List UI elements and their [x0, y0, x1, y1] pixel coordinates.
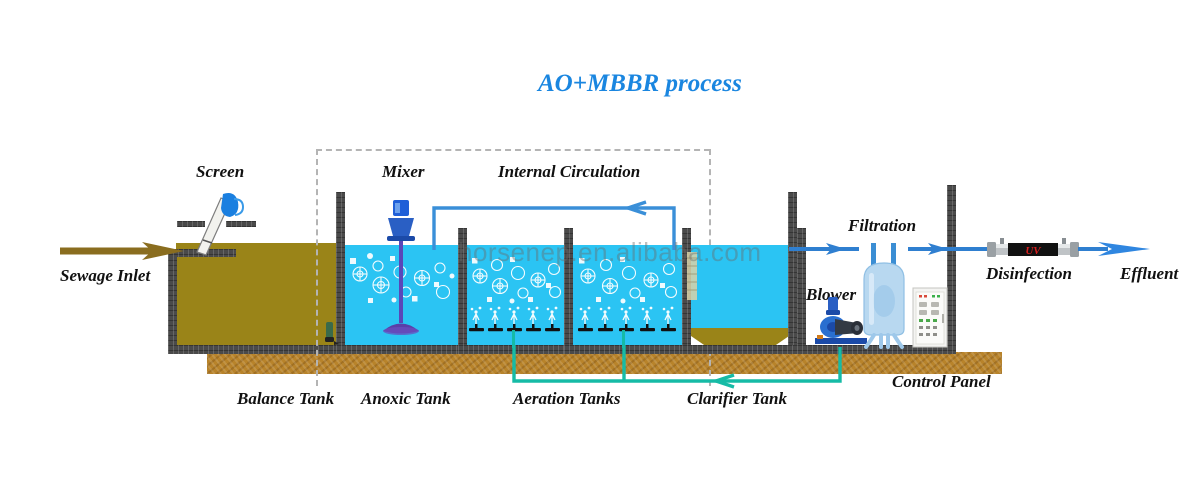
- clarifier-tank-floor: [682, 345, 797, 354]
- uv-badge-text: UV: [1025, 245, 1042, 257]
- aeration-tank-1-diffusers: [469, 306, 560, 332]
- mixer-icon: [383, 200, 419, 335]
- equipment-room-wall-left: [797, 228, 806, 353]
- aeration-tank-2-wall-right: [682, 228, 691, 353]
- equipment-room-wall-right: [947, 185, 956, 353]
- anoxic-tank-label: Anoxic Tank: [361, 389, 451, 408]
- internal-circulation-label: Internal Circulation: [498, 162, 641, 181]
- bioreactor-boundary-top: [316, 149, 710, 151]
- filtration-to-disinfection-pipe: [908, 247, 1000, 251]
- sewage-inlet-arrow: [60, 242, 184, 260]
- clarifier-to-filtration-pipe: [789, 247, 859, 251]
- balance-tank-pump-icon: [325, 322, 339, 345]
- blower-air-supply-line: [512, 345, 842, 389]
- screen-support-left: [177, 221, 205, 227]
- balance-tank-floor: [168, 345, 344, 354]
- filtration-label: Filtration: [848, 216, 917, 235]
- anoxic-tank-floor: [336, 345, 467, 354]
- anoxic-tank-wall-left: [336, 192, 345, 353]
- aeration-tank-2-floor: [564, 345, 691, 354]
- blower-label: Blower: [806, 285, 857, 304]
- disinfection-label: Disinfection: [986, 264, 1072, 283]
- sewage-inlet-label: Sewage Inlet: [60, 266, 151, 285]
- disinfection-to-effluent-pipe: [1078, 247, 1108, 251]
- aeration-tank-1-wall-right: [564, 228, 573, 353]
- ground-strip: [207, 352, 1002, 374]
- aeration-tank-2-diffusers: [578, 306, 676, 332]
- control-panel-icon: [912, 287, 948, 348]
- mixer-label: Mixer: [382, 162, 425, 181]
- screen-conveyor-icon: [196, 193, 245, 256]
- pipe-arrow-2: [928, 243, 948, 255]
- balance-tank-liquid: [176, 243, 336, 353]
- screen-label: Screen: [196, 162, 245, 181]
- anoxic-tank-wall-right: [458, 228, 467, 353]
- page-title: AO+MBBR process: [538, 70, 742, 97]
- aeration-tank-1-air-drop: [512, 330, 516, 348]
- control-panel-label: Control Panel: [892, 372, 991, 391]
- anoxic-mbbr-media: [350, 253, 455, 303]
- equipment-room-floor: [797, 345, 956, 354]
- clarifier-tank-water: [691, 245, 789, 330]
- aeration-tank-1-mbbr-media: [472, 257, 562, 304]
- watermark: horsenep.en.alibaba.com: [458, 237, 762, 267]
- clarifier-sludge-layer: [691, 328, 789, 347]
- aeration-tank-2-mbbr-media: [579, 257, 678, 304]
- clarifier-inlet-media-column: [687, 252, 697, 300]
- bioreactor-boundary-left: [316, 149, 318, 386]
- screen-support-right: [226, 221, 256, 227]
- blower-icon: [815, 297, 867, 344]
- balance-tank-label: Balance Tank: [237, 389, 335, 408]
- filtration-vessel-icon: [863, 243, 905, 349]
- aeration-tanks-label: Aeration Tanks: [513, 389, 621, 408]
- pipe-arrow-1: [826, 243, 846, 255]
- internal-circulation-pipe: [432, 200, 676, 250]
- effluent-arrow: [1098, 242, 1150, 256]
- clarifier-tank-label: Clarifier Tank: [687, 389, 787, 408]
- aeration-tank-2-air-drop: [622, 330, 626, 348]
- balance-tank-wall-left: [168, 255, 177, 353]
- clarifier-tank-wall-right: [788, 192, 797, 353]
- effluent-label: Effluent: [1120, 264, 1179, 283]
- uv-disinfection-icon: UV: [987, 238, 1079, 257]
